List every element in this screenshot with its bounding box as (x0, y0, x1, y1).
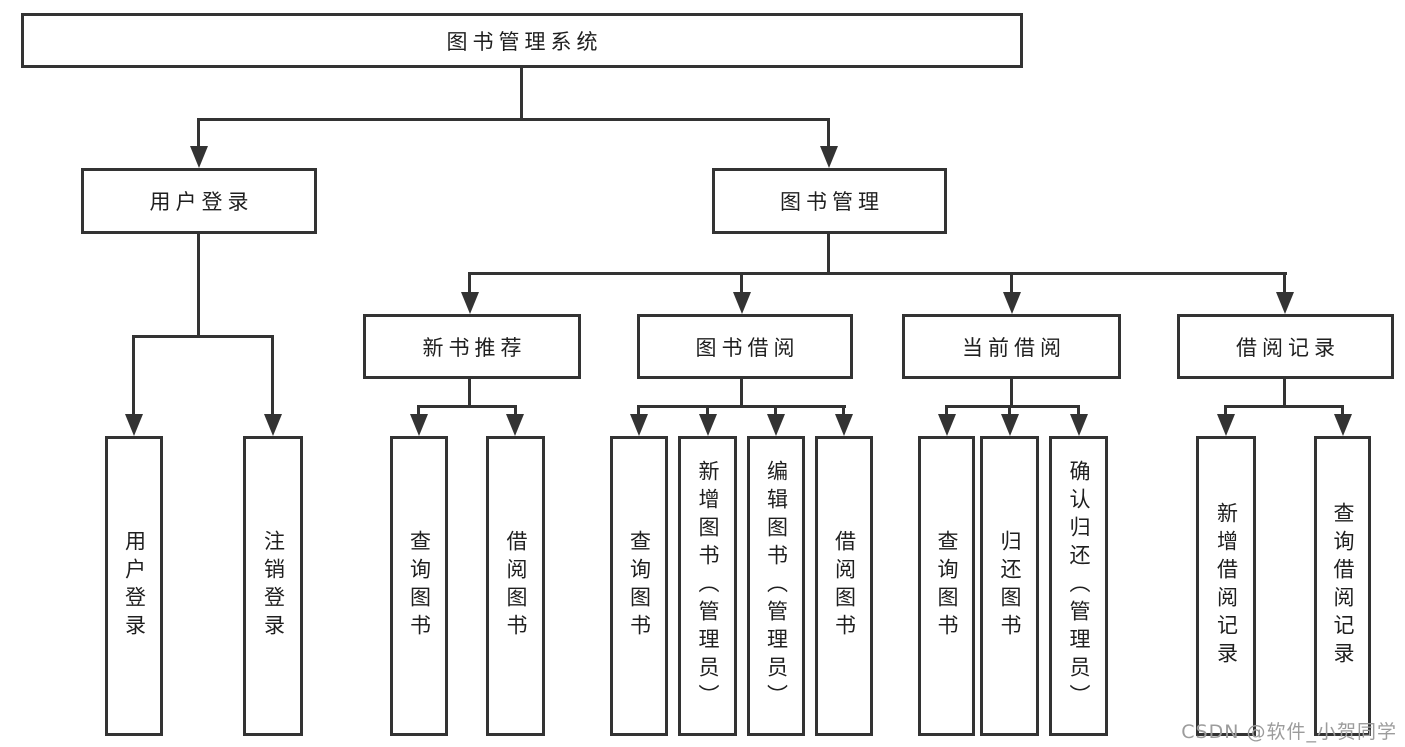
watermark: CSDN @软件_小贺同学 (1181, 721, 1397, 743)
node-new-book-recommend-label: 新书推荐 (422, 335, 527, 360)
leaf-borrow-books-recommend: 借阅图书 (486, 436, 545, 736)
connector (197, 118, 830, 121)
connector (197, 234, 200, 338)
connector (1341, 405, 1344, 417)
connector (1283, 379, 1286, 407)
leaf-logout: 注销登录 (243, 436, 303, 736)
leaf-confirm-return-admin-label: 确认归还（管理员） (1067, 460, 1091, 712)
connector (774, 405, 777, 417)
node-book-borrow: 图书借阅 (637, 314, 853, 379)
node-borrow-records-label: 借阅记录 (1236, 335, 1340, 360)
arrow-down-icon (835, 414, 853, 436)
leaf-add-book-admin-label: 新增图书（管理员） (696, 460, 720, 712)
node-book-management: 图书管理 (712, 168, 947, 234)
connector (1283, 272, 1286, 294)
connector (1010, 379, 1013, 407)
leaf-query-books-borrow: 查询图书 (610, 436, 668, 736)
connector (468, 272, 471, 294)
arrow-down-icon (1001, 414, 1019, 436)
connector (417, 405, 517, 408)
connector (132, 335, 274, 338)
leaf-add-borrow-record: 新增借阅记录 (1196, 436, 1256, 736)
arrow-down-icon (699, 414, 717, 436)
connector (706, 405, 709, 417)
connector (827, 234, 830, 275)
arrow-down-icon (733, 292, 751, 314)
connector (470, 272, 1287, 275)
node-user-login-label: 用户登录 (149, 190, 254, 214)
leaf-query-books-current-label: 查询图书 (935, 530, 959, 642)
connector (417, 405, 420, 417)
leaf-query-books-current: 查询图书 (918, 436, 975, 736)
connector (945, 405, 948, 417)
node-current-borrow-label: 当前借阅 (962, 335, 1066, 360)
node-book-management-label: 图书管理 (780, 190, 884, 214)
leaf-borrow-books: 借阅图书 (815, 436, 873, 736)
leaf-add-borrow-record-label: 新增借阅记录 (1214, 502, 1239, 670)
leaf-edit-book-admin: 编辑图书（管理员） (747, 436, 805, 736)
arrow-down-icon (1003, 292, 1021, 314)
leaf-query-books-recommend: 查询图书 (390, 436, 448, 736)
arrow-down-icon (410, 414, 428, 436)
connector (1224, 405, 1227, 417)
connector (1008, 405, 1011, 417)
arrow-down-icon (506, 414, 524, 436)
connector (197, 118, 200, 148)
leaf-edit-book-admin-label: 编辑图书（管理员） (764, 460, 789, 712)
leaf-query-borrow-record: 查询借阅记录 (1314, 436, 1371, 736)
arrow-down-icon (1276, 292, 1294, 314)
connector (1077, 405, 1080, 417)
leaf-user-login: 用户登录 (105, 436, 163, 736)
arrow-down-icon (1217, 414, 1235, 436)
leaf-confirm-return-admin: 确认归还（管理员） (1049, 436, 1108, 736)
arrow-down-icon (190, 146, 208, 168)
connector (1224, 405, 1344, 408)
node-root: 图书管理系统 (21, 13, 1023, 68)
connector (637, 405, 846, 408)
leaf-add-book-admin: 新增图书（管理员） (678, 436, 737, 736)
node-current-borrow: 当前借阅 (902, 314, 1121, 379)
connector (740, 379, 743, 407)
connector (132, 335, 135, 417)
leaf-borrow-books-label: 借阅图书 (832, 530, 857, 642)
connector (842, 405, 845, 417)
leaf-query-borrow-record-label: 查询借阅记录 (1331, 502, 1355, 670)
arrow-down-icon (820, 146, 838, 168)
node-new-book-recommend: 新书推荐 (363, 314, 581, 379)
connector (271, 335, 274, 417)
connector (468, 379, 471, 407)
leaf-borrow-books-recommend-label: 借阅图书 (504, 530, 528, 642)
connector (740, 272, 743, 294)
arrow-down-icon (1070, 414, 1088, 436)
arrow-down-icon (630, 414, 648, 436)
node-borrow-records: 借阅记录 (1177, 314, 1394, 379)
connector (1010, 272, 1013, 294)
arrow-down-icon (461, 292, 479, 314)
node-book-borrow-label: 图书借阅 (695, 335, 800, 360)
arrow-down-icon (125, 414, 143, 436)
arrow-down-icon (1334, 414, 1352, 436)
leaf-logout-label: 注销登录 (261, 530, 286, 642)
leaf-return-books-label: 归还图书 (998, 530, 1022, 642)
leaf-query-books-recommend-label: 查询图书 (407, 530, 432, 642)
leaf-user-login-label: 用户登录 (122, 530, 147, 642)
arrow-down-icon (767, 414, 785, 436)
connector (945, 405, 1080, 408)
leaf-query-books-borrow-label: 查询图书 (627, 530, 652, 642)
leaf-return-books: 归还图书 (980, 436, 1039, 736)
connector (637, 405, 640, 417)
arrow-down-icon (264, 414, 282, 436)
connector (520, 68, 523, 118)
node-root-label: 图书管理系统 (446, 29, 603, 54)
arrow-down-icon (938, 414, 956, 436)
connector (827, 118, 830, 148)
node-user-login: 用户登录 (81, 168, 317, 234)
connector (514, 405, 517, 417)
